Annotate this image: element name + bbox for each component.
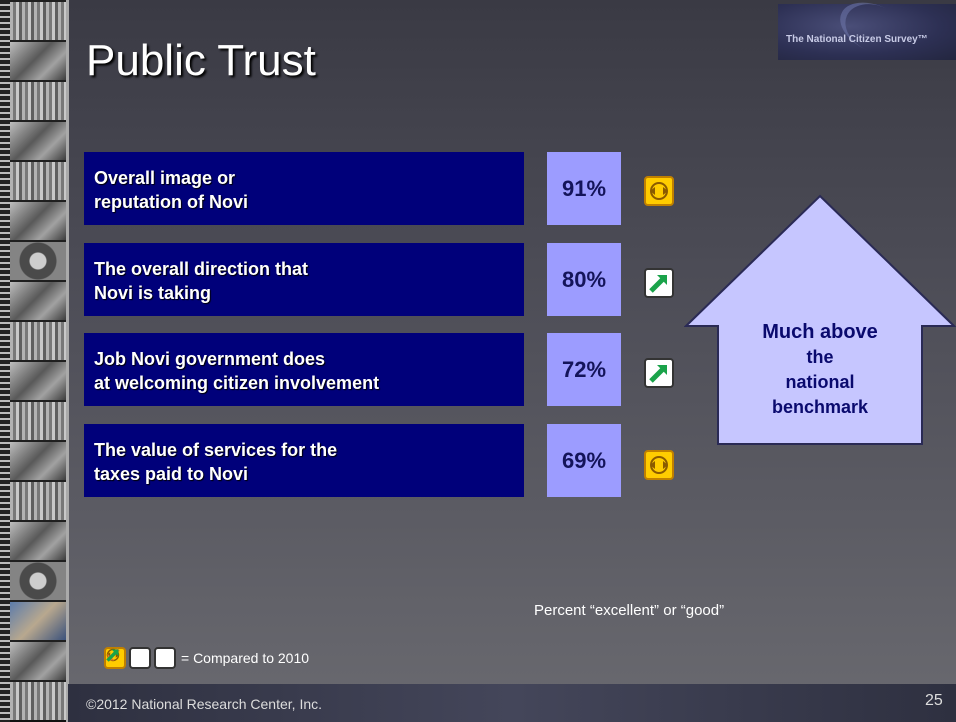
filmstrip-photo	[10, 480, 66, 520]
above-icon	[106, 647, 176, 669]
filmstrip-photo	[10, 440, 66, 480]
filmstrip-photo	[10, 120, 66, 160]
row-label-line: Novi is taking	[94, 283, 212, 303]
filmstrip-photo	[10, 80, 66, 120]
filmstrip-photo	[10, 320, 66, 360]
legend: = Compared to 2010	[104, 646, 309, 670]
benchmark-line: Much above	[762, 321, 878, 343]
row-percent: 69%	[547, 424, 621, 497]
similar-icon	[644, 176, 674, 206]
row-label-line: taxes paid to Novi	[94, 464, 249, 484]
logo-text: The National Citizen Survey™	[786, 34, 928, 45]
ncs-logo: The National Citizen Survey™	[778, 0, 956, 66]
filmstrip-photo	[10, 200, 66, 240]
benchmark-line: benchmark	[771, 397, 869, 417]
row-label-line: reputation of Novi	[94, 192, 248, 212]
copyright: ©2012 National Research Center, Inc.	[86, 696, 323, 712]
row-percent: 91%	[547, 152, 621, 225]
footnote: Percent “excellent” or “good”	[534, 602, 725, 619]
filmstrip-photo	[10, 680, 66, 720]
legend-text: = Compared to 2010	[181, 650, 310, 666]
below-icon	[107, 647, 151, 669]
benchmark-arrow-icon	[684, 194, 956, 445]
filmstrip-rail	[0, 0, 10, 722]
filmstrip-photo	[10, 160, 66, 200]
row-label-image: Overall image or reputation of Novi	[84, 152, 524, 225]
benchmark-label: Much above the national benchmark	[720, 320, 920, 420]
row-label-line: Job Novi government does	[94, 349, 326, 369]
filmstrip-photo	[10, 560, 66, 600]
row-label-line: The value of services for the	[94, 440, 338, 460]
row-percent: 80%	[547, 243, 621, 316]
row-label-line: at welcoming citizen involvement	[94, 373, 380, 393]
row-label-line: Overall image or	[94, 168, 236, 188]
filmstrip-photo	[10, 240, 66, 280]
filmstrip-photo	[10, 280, 66, 320]
row-label-direction: The overall direction that Novi is takin…	[84, 243, 524, 316]
slide-title: Public Trust	[86, 36, 316, 85]
filmstrip-photo	[10, 600, 66, 640]
row-percent: 72%	[547, 333, 621, 406]
filmstrip-decoration	[0, 0, 69, 722]
row-label-citizen-involvement: Job Novi government does at welcoming ci…	[84, 333, 524, 406]
footer-bar	[68, 684, 956, 722]
above-icon	[644, 268, 674, 298]
page-number: 25	[925, 692, 943, 709]
filmstrip-photo	[10, 0, 66, 40]
above-icon	[644, 358, 674, 388]
filmstrip-photo	[10, 520, 66, 560]
filmstrip-photo	[10, 40, 66, 80]
filmstrip-photo	[10, 360, 66, 400]
row-label-value-of-services: The value of services for the taxes paid…	[84, 424, 524, 497]
similar-icon	[644, 450, 674, 480]
logo-swoosh-icon	[831, 0, 921, 66]
benchmark-line: national	[785, 372, 855, 392]
row-label-line: The overall direction that	[94, 259, 309, 279]
filmstrip-edge	[66, 0, 69, 722]
benchmark-line: the	[806, 347, 834, 367]
filmstrip-photo	[10, 640, 66, 680]
filmstrip-photo	[10, 400, 66, 440]
